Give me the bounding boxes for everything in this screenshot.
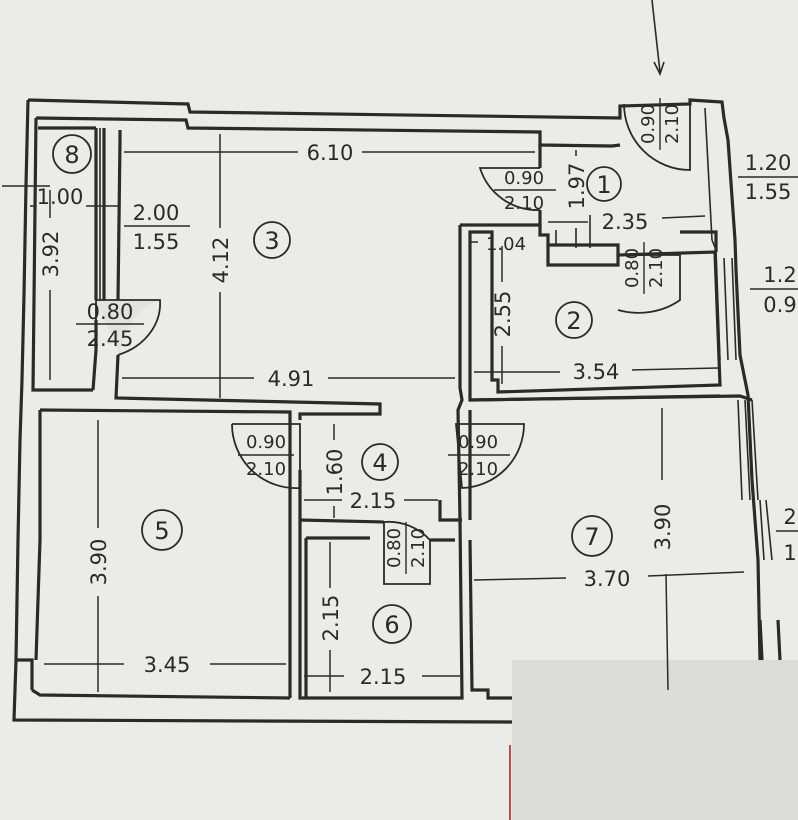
svg-text:7: 7 [584, 523, 599, 551]
svg-text:2: 2 [566, 307, 581, 335]
door-room-7 [448, 423, 525, 489]
door-room-5 [231, 423, 301, 489]
opening-window-room-3: 2.00 1.55 [133, 201, 180, 254]
svg-text:5: 5 [154, 517, 169, 545]
outer-walls [12, 98, 762, 724]
dim-6-10: 6.10 [307, 141, 354, 165]
opening-door-room-6: 0.80 2.10 [384, 522, 429, 574]
room-5-walls [34, 410, 292, 698]
svg-text:2.10: 2.10 [646, 248, 667, 288]
svg-text:2.10: 2.10 [662, 104, 683, 144]
svg-text:0.9: 0.9 [763, 293, 796, 317]
svg-text:2.10: 2.10 [504, 193, 544, 214]
svg-text:2.10: 2.10 [408, 528, 429, 568]
room-number-4: 4 [361, 443, 399, 481]
svg-text:1: 1 [783, 541, 796, 565]
svg-text:4: 4 [372, 449, 387, 477]
dim-2-15-horizontal: 2.15 [360, 665, 407, 689]
svg-text:0.80: 0.80 [87, 300, 134, 324]
door-room-1 [478, 167, 556, 211]
room-number-3: 3 [253, 221, 291, 259]
svg-text:1.20: 1.20 [745, 151, 792, 175]
dim-1-04: 1.04 [486, 234, 526, 255]
svg-text:3: 3 [264, 227, 279, 255]
svg-text:1.55: 1.55 [133, 230, 180, 254]
svg-text:2: 2 [783, 505, 796, 529]
opening-door-entrance: 0.90 2.10 [638, 98, 683, 150]
room-number-6: 6 [372, 604, 412, 644]
dim-1-60: 1.60 [323, 449, 347, 496]
room-number-5: 5 [141, 509, 183, 551]
svg-text:2.10: 2.10 [246, 459, 286, 480]
dim-3-92: 3.92 [39, 231, 63, 278]
room-7-walls [468, 394, 753, 700]
opening-door-room-2: 0.80 2.10 [622, 242, 667, 294]
top-reference-line [651, 0, 661, 73]
opening-window-room-1: 1.20 1.55 [738, 151, 798, 204]
dim-2-35: 2.35 [602, 210, 649, 234]
dim-2-55: 2.55 [491, 291, 515, 338]
door-room-2 [617, 254, 681, 314]
dim-3-70: 3.70 [584, 567, 631, 591]
svg-text:6: 6 [384, 611, 399, 639]
svg-text:0.90: 0.90 [504, 168, 544, 189]
svg-text:1: 1 [596, 171, 611, 199]
opening-window-room-7: 2 1 [776, 505, 798, 565]
room-number-8: 8 [52, 134, 92, 174]
door-entrance [623, 103, 691, 171]
dim-4-12: 4.12 [209, 237, 233, 284]
svg-text:0.90: 0.90 [246, 432, 286, 453]
dim-4-91: 4.91 [268, 367, 315, 391]
dim-3-54: 3.54 [573, 360, 620, 384]
door-room-6 [383, 520, 431, 585]
room-number-7: 7 [571, 515, 613, 557]
svg-text:2.00: 2.00 [133, 201, 180, 225]
paper-shadow [512, 660, 798, 820]
opening-door-room-1: 0.90 2.10 [504, 168, 544, 214]
dim-3-90-right: 3.90 [651, 504, 675, 551]
room-number-2: 2 [555, 301, 593, 339]
dim-3-90-left: 3.90 [87, 539, 111, 586]
dim-2-15-vertical: 2.15 [319, 595, 343, 642]
dim-2-15-hall: 2.15 [350, 489, 397, 513]
svg-text:1.2: 1.2 [763, 263, 796, 287]
opening-door-room-7: 0.90 2.10 [458, 432, 498, 480]
dim-1-00: 1.00 [37, 185, 84, 209]
svg-text:0.90: 0.90 [458, 432, 498, 453]
room-3-walls [39, 130, 382, 420]
room-number-1: 1 [586, 166, 622, 202]
room-6-walls [298, 470, 464, 700]
opening-window-room-2: 1.2 0.9 [750, 263, 798, 317]
dim-1-97: 1.97 [565, 163, 589, 210]
room-1-walls [538, 145, 718, 255]
svg-text:0.80: 0.80 [622, 248, 643, 288]
svg-text:0.80: 0.80 [384, 528, 405, 568]
dimension-lines [2, 134, 745, 692]
svg-text:8: 8 [64, 141, 79, 169]
top-reference-arrow [653, 61, 665, 77]
svg-text:2.45: 2.45 [87, 327, 134, 351]
dim-3-45: 3.45 [144, 653, 191, 677]
svg-text:2.10: 2.10 [458, 459, 498, 480]
door-room-8 [76, 299, 161, 356]
svg-text:1.55: 1.55 [745, 180, 792, 204]
svg-text:0.90: 0.90 [638, 104, 659, 144]
opening-door-room-8: 0.80 2.45 [87, 300, 134, 351]
opening-door-room-5: 0.90 2.10 [246, 432, 286, 480]
